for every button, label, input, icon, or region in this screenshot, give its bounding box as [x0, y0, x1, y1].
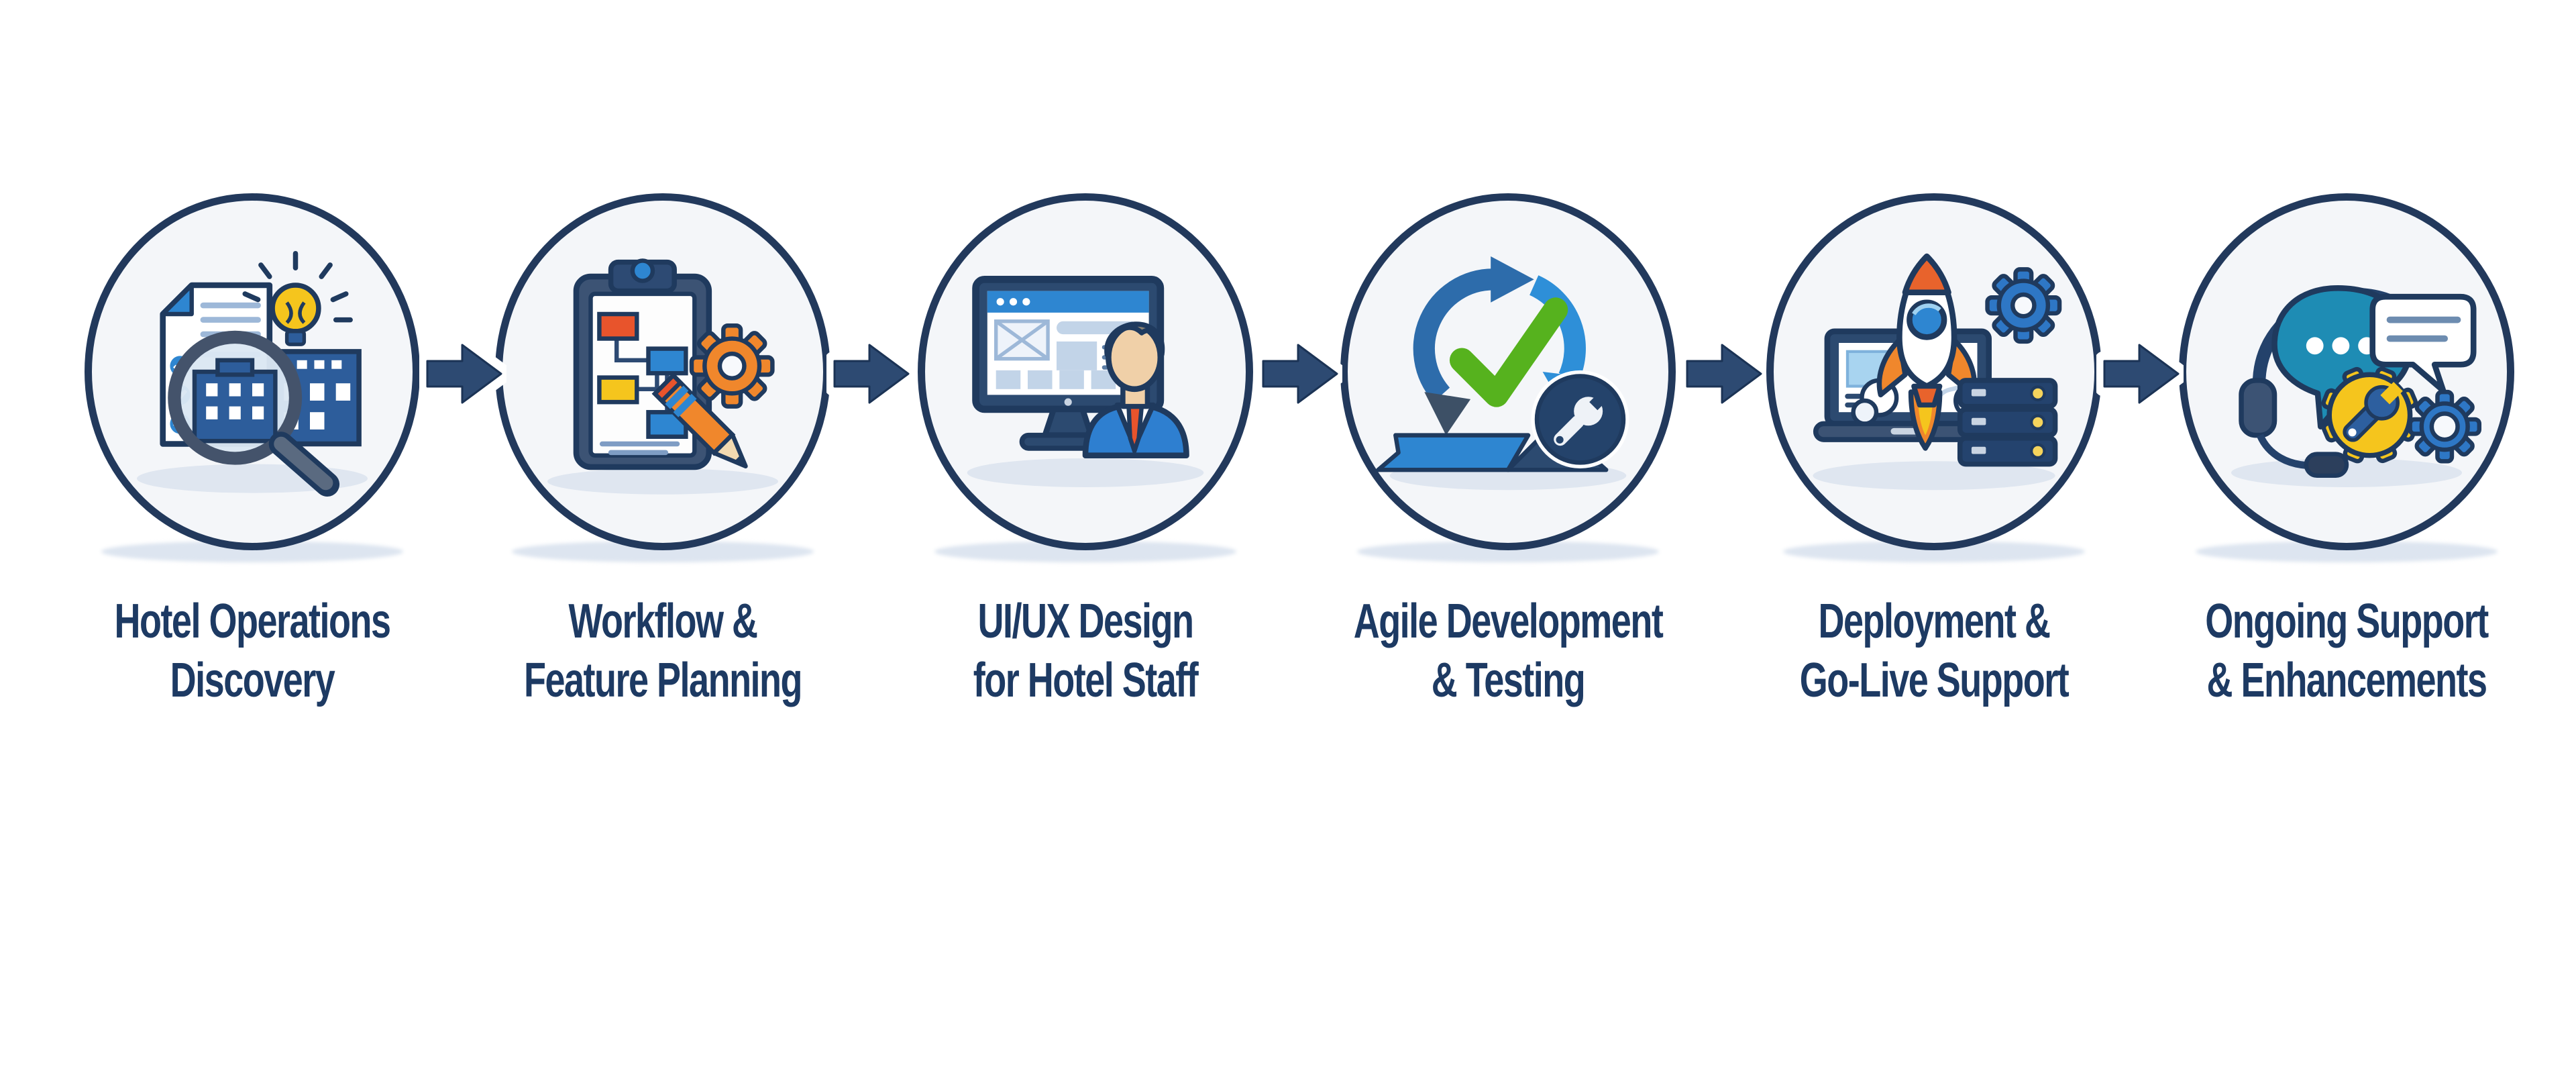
step-1-label-line2: Discovery — [170, 654, 335, 707]
step-3-label-line2: for Hotel Staff — [973, 654, 1199, 707]
checkmark-icon — [1449, 297, 1568, 407]
step-2-circle — [495, 193, 830, 550]
wrench-gear-icon — [2321, 366, 2418, 464]
headset-chat-bubbles-wrench-gear-icon — [2231, 285, 2482, 487]
message-bubble-icon — [2369, 293, 2477, 394]
step-2-label-line2: Feature Planning — [523, 654, 803, 707]
laptop-rocket-server-gear-icon — [1813, 253, 2062, 491]
step-5-label-line2: Go-Live Support — [1799, 654, 2070, 707]
magnifier-icon — [168, 330, 340, 497]
magnifier-hotel-checklist-lightbulb-icon — [137, 250, 368, 497]
step-1-label: Hotel Operations Discovery — [76, 592, 429, 710]
gear-icon — [2408, 389, 2482, 464]
step-1-circle — [85, 193, 420, 550]
step-2-label: Workflow & Feature Planning — [487, 592, 839, 710]
step-3-circle — [918, 193, 1253, 550]
step-6-circle — [2179, 193, 2514, 550]
step-4-label: Agile Development & Testing — [1332, 592, 1684, 710]
connector-arrow-2 — [826, 335, 914, 413]
lightbulb-icon — [242, 250, 353, 346]
monitor-wireframe-staff-user-icon — [967, 276, 1204, 487]
wrench-badge-icon — [1531, 370, 1629, 469]
gear-icon — [1985, 267, 2062, 344]
step-5-circle — [1766, 193, 2102, 550]
step-6-label: Ongoing Support & Enhancements — [2171, 592, 2523, 710]
agile-cycle-checkmark-wrench-icon — [1376, 256, 1629, 491]
connector-arrow-1 — [419, 335, 506, 413]
step-5-label: Deployment & Go-Live Support — [1758, 592, 2110, 710]
hotel-staff-user-icon — [1082, 321, 1189, 458]
step-6-label-line1: Ongoing Support — [2205, 595, 2489, 648]
clipboard-flowchart-gear-pencil-icon — [547, 258, 778, 495]
pencil-icon — [651, 372, 748, 468]
step-4-label-line1: Agile Development — [1353, 595, 1664, 648]
connector-arrow-3 — [1255, 335, 1342, 413]
step-4-label-line2: & Testing — [1431, 654, 1586, 707]
step-6-label-line2: & Enhancements — [2206, 654, 2487, 707]
step-2-label-line1: Workflow & — [568, 595, 758, 648]
server-stack-icon — [1957, 378, 2058, 467]
step-4-circle — [1340, 193, 1676, 550]
step-5-label-line1: Deployment & — [1818, 595, 2051, 648]
connector-arrow-5 — [2096, 335, 2184, 413]
step-3-label: UI/UX Design for Hotel Staff — [910, 592, 1262, 710]
step-1-label-line1: Hotel Operations — [114, 595, 391, 648]
step-3-label-line1: UI/UX Design — [977, 595, 1194, 648]
gear-icon — [689, 323, 775, 409]
connector-arrow-4 — [1679, 335, 1766, 413]
